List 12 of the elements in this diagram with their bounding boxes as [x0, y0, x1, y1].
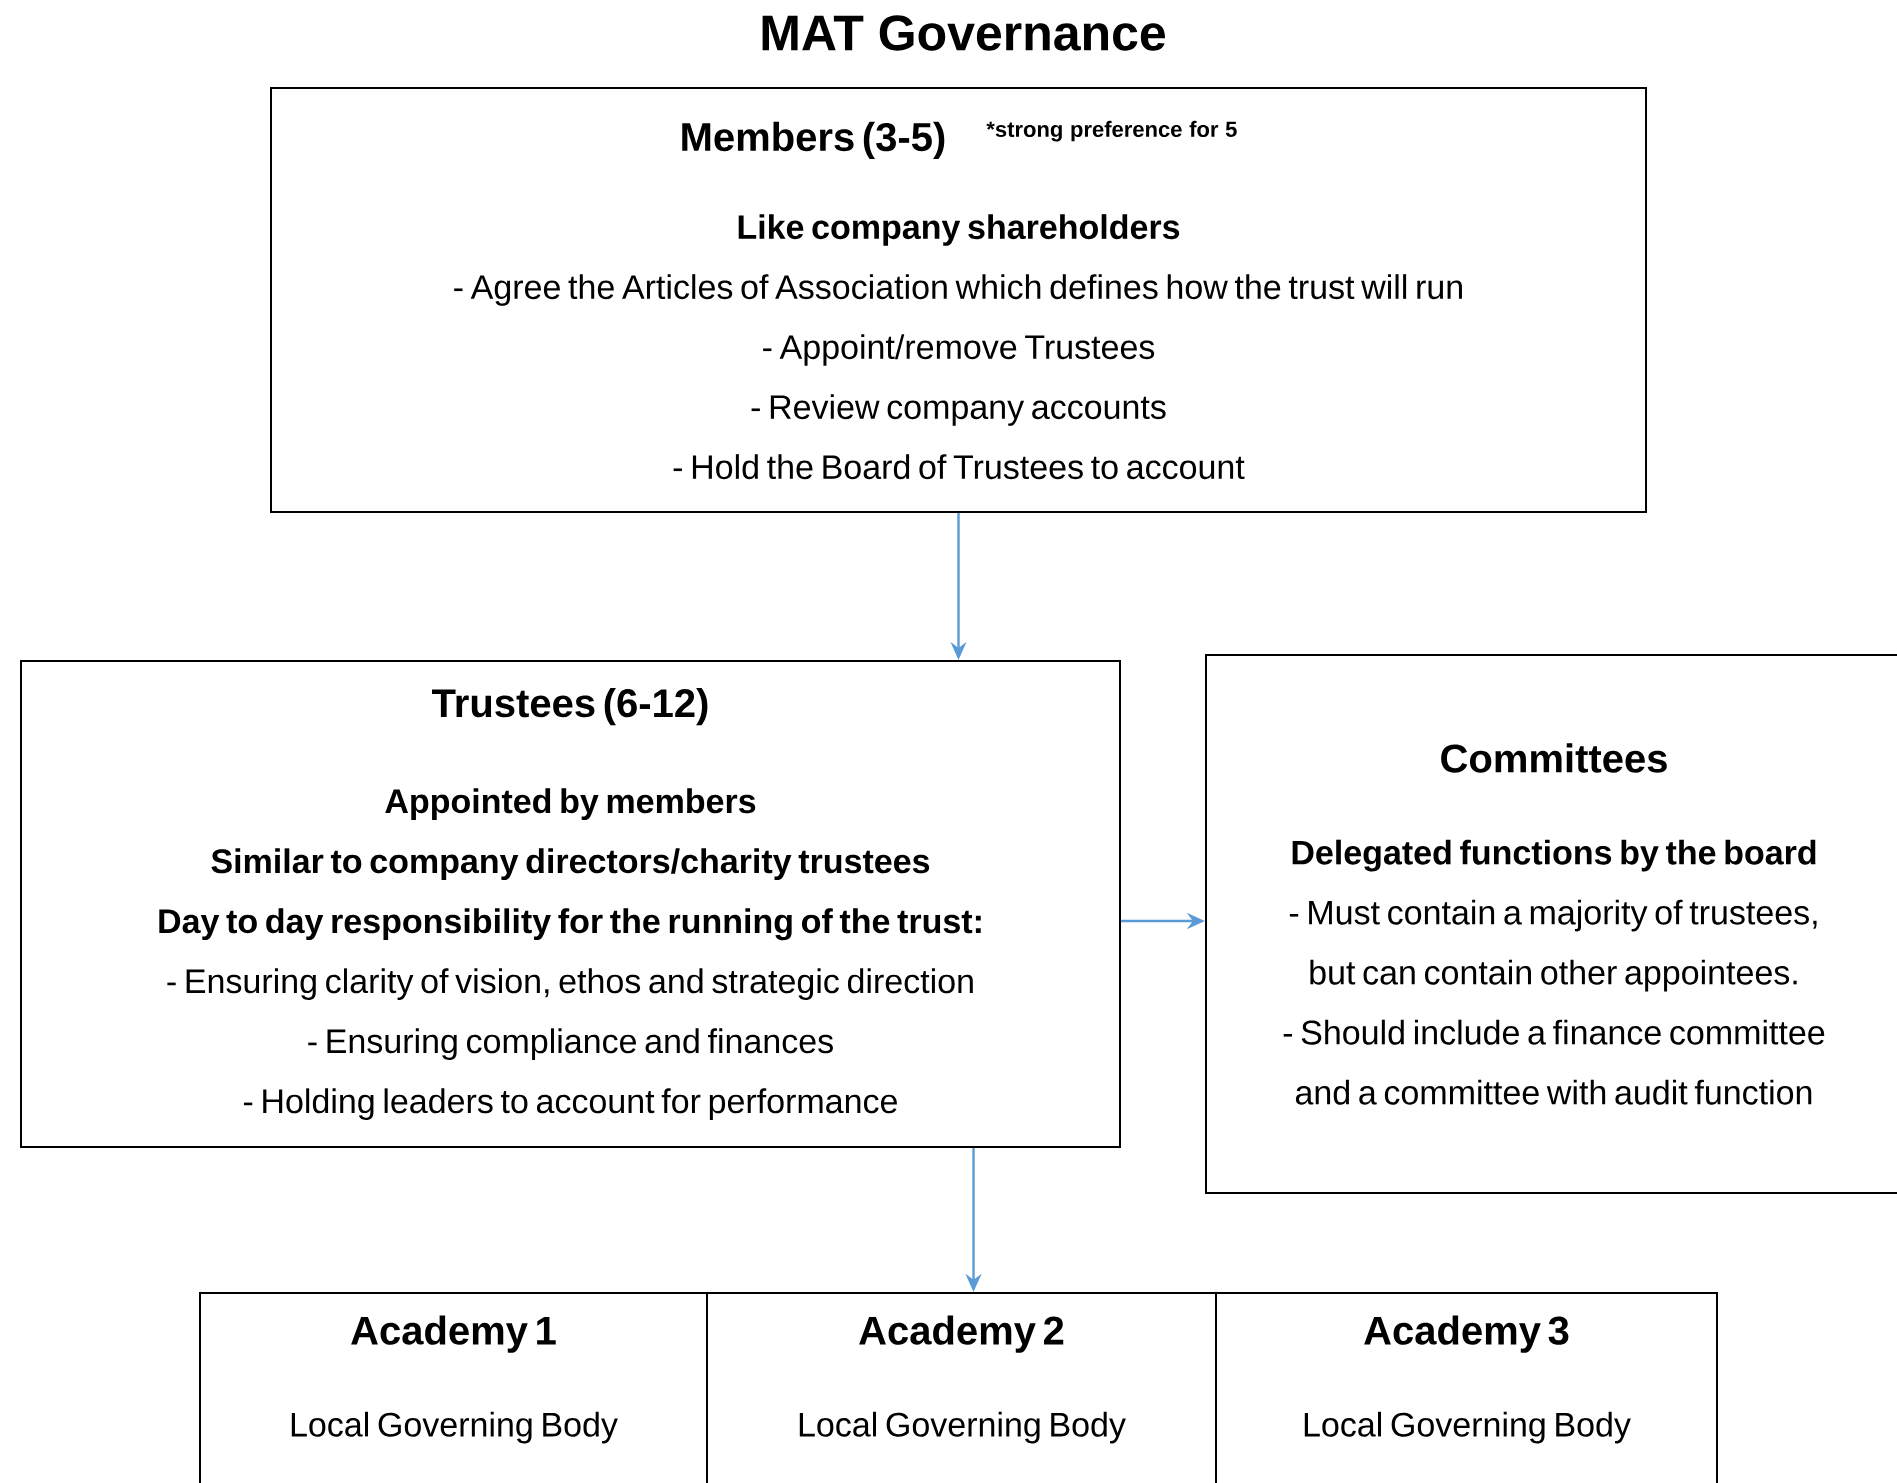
box-text: Trustees (6-12) Appointed by members Similar to company directors/charity trustees Day to day responsibility for the running of the trust: - Ensuring clarity of vision, ethos and strategic direction - Ensuring compliance and finances - Holding leaders to account for performance [159, 688, 981, 1120]
academy-box [199, 1292, 708, 1483]
members-box [270, 87, 1647, 513]
committees-box [1205, 654, 1897, 1194]
academy-box [1215, 1292, 1718, 1483]
trustees-box [20, 660, 1121, 1148]
title: MAT Governance [762, 15, 1165, 51]
box-text: Committees Delegated functions by the board - Must contain a majority of trustees, but can contain other appointees. - Should include a finance committee and a committee with audit function [1283, 743, 1825, 1105]
box-text: Academy 3 Local Governing Body [1304, 1315, 1631, 1444]
box-text: Academy 1 Local Governing Body [291, 1315, 618, 1444]
box-text: Members (3-5) *strong preference for 5 Like company shareholders - Agree the Articles of Association which defines how the trust will run - Appoint/remove Trustees - Review company accounts - Hold the Board of Trustees to account [454, 120, 1462, 480]
box-text: Academy 2 Local Governing Body [799, 1315, 1126, 1444]
